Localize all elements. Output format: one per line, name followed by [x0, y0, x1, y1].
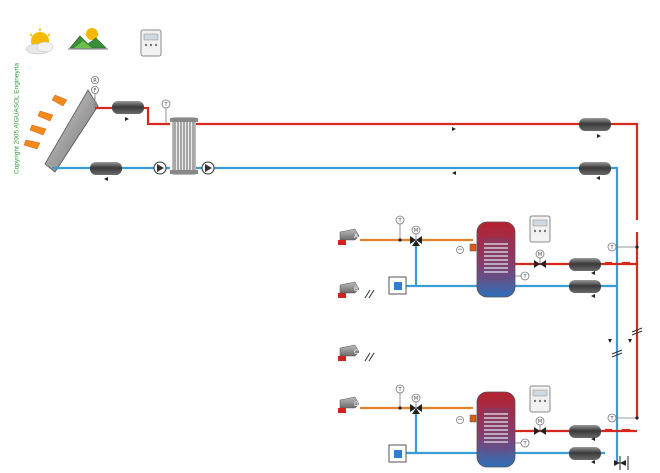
sun-rays-icon	[23, 94, 68, 150]
secondary-cold-pipe	[515, 284, 617, 455]
pump-icon[interactable]	[153, 161, 167, 175]
svg-text:T: T	[609, 416, 614, 422]
pipe-insulation	[90, 101, 611, 460]
tap-C[interactable]: C	[338, 344, 375, 362]
cold-water-inlet-2[interactable]	[388, 444, 407, 463]
svg-text:M: M	[538, 419, 542, 425]
tap-A[interactable]: A	[338, 228, 360, 245]
svg-text:T: T	[522, 441, 527, 447]
svg-text:M: M	[538, 252, 542, 258]
primary-cold-pipe	[52, 166, 619, 462]
cold-water-inlet-1[interactable]	[388, 276, 407, 295]
motor-valve-unit2[interactable]: M	[534, 416, 546, 435]
cold-water-pipe-1	[404, 244, 480, 288]
svg-text:T: T	[163, 102, 168, 108]
controller-icon[interactable]	[140, 29, 162, 57]
pump-icon[interactable]	[201, 161, 215, 175]
tap-D[interactable]: D	[338, 396, 360, 413]
temp-sensor-collector: T	[161, 99, 171, 124]
svg-text:M: M	[414, 396, 418, 402]
svg-text:T: T	[522, 274, 527, 280]
cold-branch-hot-link	[605, 261, 630, 432]
landscape-sun-icon[interactable]	[68, 28, 108, 50]
svg-text:D: D	[354, 401, 359, 408]
motor-valve-unit1[interactable]: M	[534, 249, 546, 268]
three-way-valve-icon[interactable]: M	[410, 225, 422, 246]
pipe-break-marks	[611, 327, 643, 358]
svg-text:A: A	[354, 233, 359, 240]
r-sensor-label: R	[93, 78, 97, 84]
collector-sensors: R F	[91, 76, 100, 108]
svg-text:C: C	[354, 349, 358, 356]
temp-sensor-unit1: T	[395, 215, 405, 242]
controller-icon[interactable]	[529, 385, 551, 413]
tap-B[interactable]: B	[338, 281, 375, 299]
flow-sensor-label: F	[94, 88, 97, 94]
controller-icon[interactable]	[529, 215, 551, 243]
flow-arrows	[104, 117, 632, 464]
storage-tank-icon[interactable]: T	[456, 221, 530, 298]
svg-text:T: T	[609, 245, 614, 251]
heat-exchanger-icon[interactable]	[170, 117, 198, 175]
svg-text:T: T	[397, 387, 402, 393]
cold-water-pipe-2	[404, 412, 480, 455]
temp-sensor-riser1: T	[607, 242, 639, 252]
sun-cloud-icon[interactable]	[25, 28, 54, 55]
temp-sensor-unit2: T	[395, 384, 405, 410]
storage-tank-icon[interactable]: T	[456, 391, 530, 468]
check-valve-icon[interactable]	[614, 456, 629, 470]
temp-sensor-riser2: T	[607, 413, 639, 423]
three-way-valve-icon[interactable]: M	[410, 393, 422, 414]
svg-text:B: B	[354, 286, 358, 293]
svg-text:T: T	[397, 218, 402, 224]
svg-text:M: M	[414, 228, 418, 234]
solar-collector-icon[interactable]	[44, 89, 99, 173]
